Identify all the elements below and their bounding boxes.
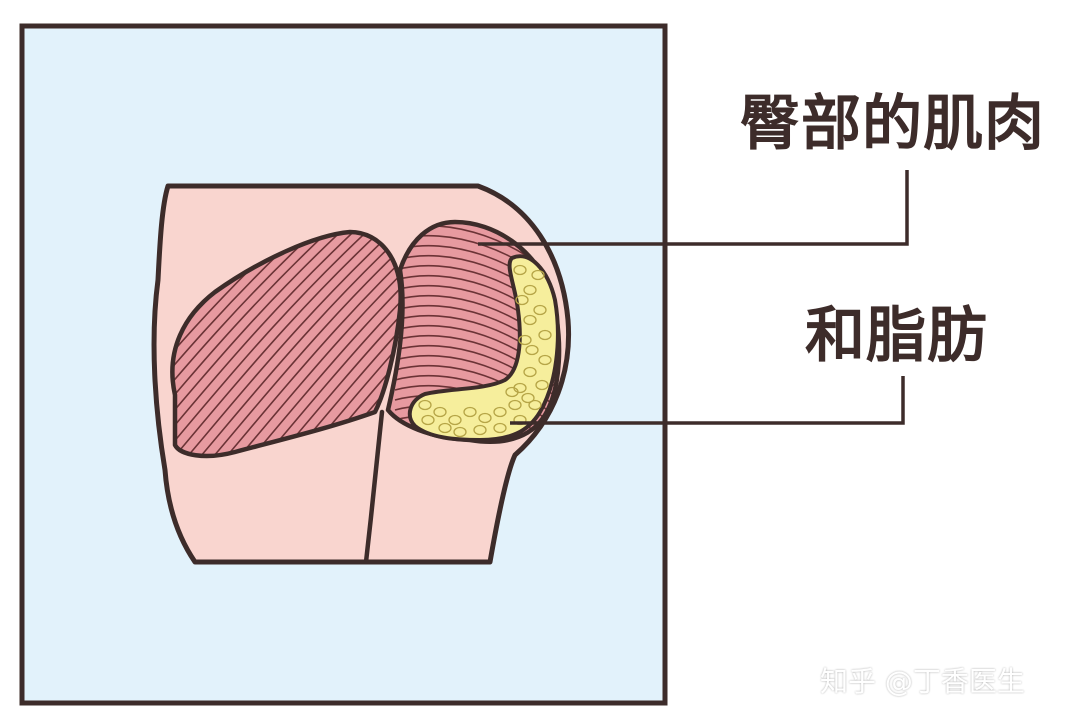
fat-cell: [523, 366, 537, 378]
muscle-fiber: [172, 232, 378, 456]
fat-cell: [438, 422, 452, 434]
fat-cell: [538, 329, 552, 341]
muscle-fiber: [172, 232, 401, 456]
fat-layer: [407, 254, 560, 442]
fat-cell: [535, 379, 549, 391]
fat-cell: [448, 414, 462, 426]
muscle-label: 臀部的肌肉: [740, 89, 1045, 159]
fat-cell: [518, 334, 532, 346]
fat-cell: [531, 269, 545, 281]
fat-cell: [523, 314, 537, 326]
muscle-fiber: [172, 232, 352, 456]
fat-cell: [453, 426, 467, 438]
fat-cell: [505, 386, 519, 398]
fat-cell: [513, 264, 527, 276]
fat-cell: [515, 294, 529, 306]
gluteal-cleft-line: [363, 409, 385, 565]
fat-cell: [533, 304, 547, 316]
fat-cell: [421, 414, 435, 426]
fat-cell: [521, 392, 535, 404]
muscle-leader-line: [478, 170, 909, 246]
fat-leader-line: [510, 376, 905, 425]
fat-cell: [478, 412, 492, 424]
fat-cell: [463, 406, 477, 418]
fat-cell: [538, 354, 552, 366]
muscle-fiber: [240, 232, 401, 456]
muscle-fiber: [227, 232, 401, 456]
fat-cell: [418, 399, 432, 411]
muscle-fiber: [201, 232, 401, 456]
fat-cell: [528, 399, 542, 411]
watermark: 知乎 @丁香医生: [820, 665, 1025, 698]
muscle-fiber: [175, 232, 401, 456]
fat-cell: [508, 399, 522, 411]
fat-cell: [493, 406, 507, 418]
fat-cell: [523, 284, 537, 296]
fat-label: 和脂肪: [805, 301, 988, 371]
fat-cell: [525, 344, 539, 356]
muscle-fiber: [172, 232, 365, 456]
fat-cell: [493, 422, 507, 434]
fat-cell: [433, 406, 447, 418]
muscle-fiber: [214, 232, 401, 456]
fat-cell: [473, 424, 487, 436]
